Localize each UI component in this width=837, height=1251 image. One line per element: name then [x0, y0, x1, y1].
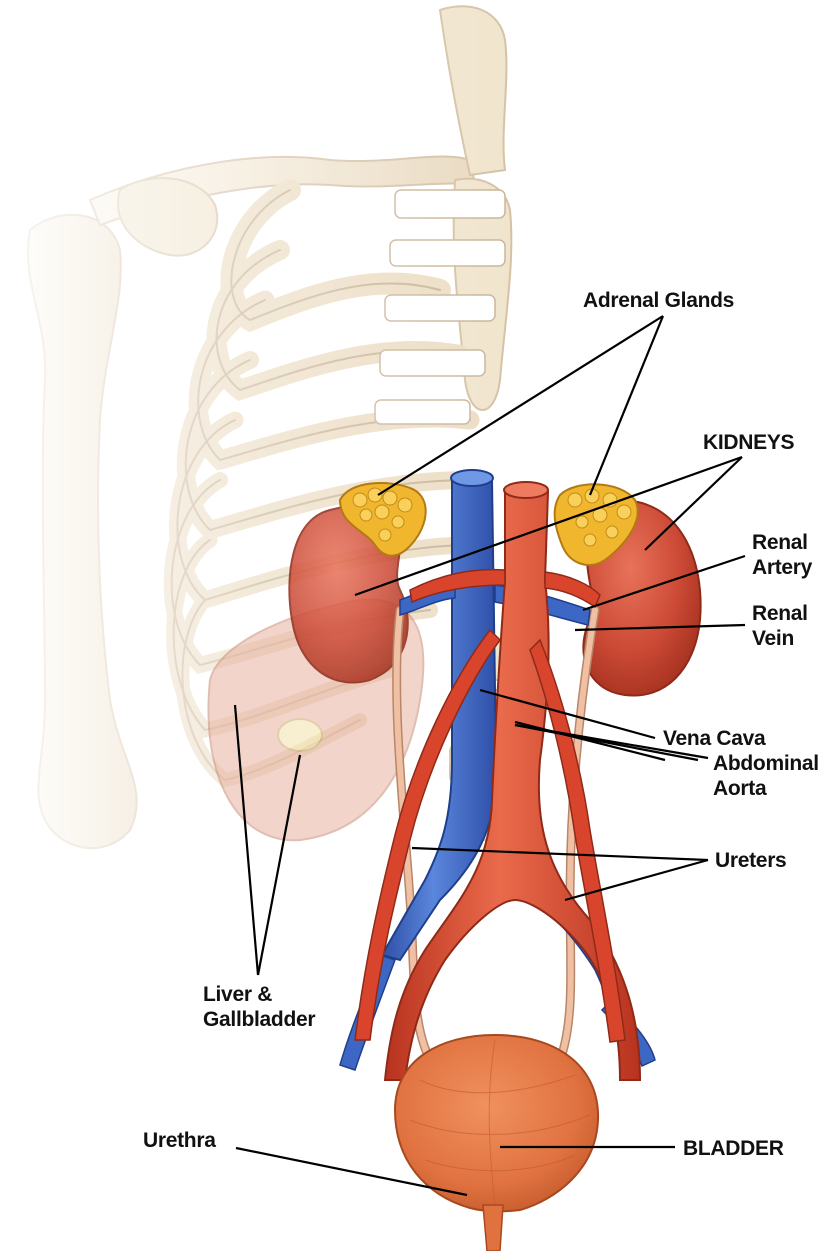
- label-bladder: BLADDER: [683, 1137, 784, 1160]
- urethra: [483, 1205, 503, 1251]
- label-ureters: Ureters: [715, 849, 786, 872]
- bladder: [395, 1035, 598, 1211]
- label-abdominal-aorta-line2: Aorta: [713, 777, 767, 800]
- label-renal-artery-line2: Artery: [752, 556, 813, 579]
- label-vena-cava: Vena Cava: [663, 727, 766, 750]
- label-renal-artery-line1: Renal: [752, 531, 808, 554]
- label-liver-line1: Liver &: [203, 983, 272, 1006]
- label-abdominal-aorta-line1: Abdominal: [713, 752, 819, 775]
- label-kidneys: KIDNEYS: [703, 431, 795, 454]
- label-adrenal-glands: Adrenal Glands: [583, 289, 734, 312]
- label-liver-line2: Gallbladder: [203, 1008, 315, 1031]
- gallbladder: [278, 719, 322, 751]
- label-renal-vein-line2: Vein: [752, 627, 794, 650]
- label-urethra: Urethra: [143, 1129, 216, 1152]
- label-renal-vein-line1: Renal: [752, 602, 808, 625]
